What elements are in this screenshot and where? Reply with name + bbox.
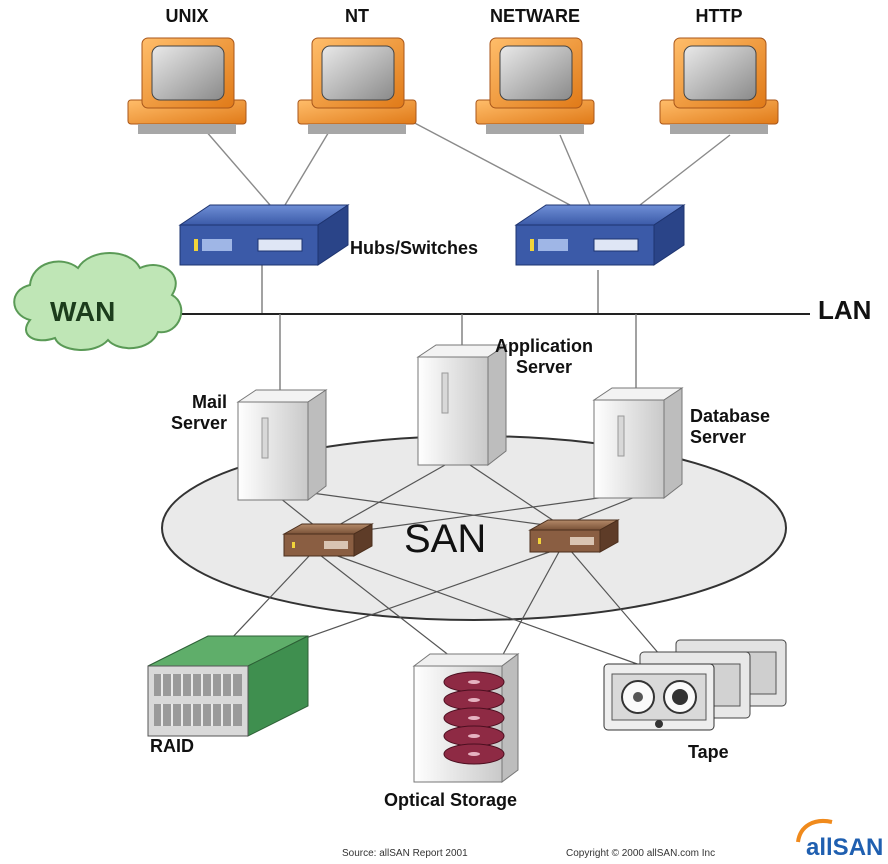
application-server-label-line1: Application bbox=[495, 336, 593, 356]
optical-storage-label: Optical Storage bbox=[384, 790, 518, 810]
source-note: Source: allSAN Report 2001 bbox=[342, 848, 468, 859]
client-label-netware: NETWARE bbox=[490, 6, 580, 26]
optical-storage-icon bbox=[412, 653, 520, 783]
server-icon bbox=[416, 344, 508, 467]
mail-server-label: Mail Server bbox=[165, 392, 227, 433]
client-label-nt: NT bbox=[345, 6, 369, 26]
database-server-label-line1: Database bbox=[690, 406, 771, 426]
client-label-unix: UNIX bbox=[165, 6, 209, 26]
database-server-label: Database Server bbox=[690, 406, 770, 447]
lan-label: LAN bbox=[818, 295, 872, 325]
allsan-logo: allSAN bbox=[806, 834, 883, 862]
switches-label: Hubs/Switches bbox=[350, 238, 479, 258]
monitor-icon bbox=[659, 37, 779, 134]
wan-cloud bbox=[13, 252, 183, 351]
tape-label: Tape bbox=[688, 742, 729, 762]
database-server-label-line2: Server bbox=[690, 426, 747, 447]
application-server-label-line2: Server bbox=[515, 356, 573, 377]
allsan-logo-text: allSAN bbox=[806, 834, 884, 861]
mail-server-label-line1: Mail bbox=[191, 392, 227, 412]
mail-server-label-line2: Server bbox=[170, 412, 227, 433]
monitor-icon bbox=[127, 37, 247, 134]
client-switch-links bbox=[204, 109, 731, 206]
raid-label: RAID bbox=[150, 736, 194, 756]
lan-server-links bbox=[279, 314, 637, 395]
logo-swoosh-icon bbox=[796, 819, 833, 843]
san-switch-icon bbox=[528, 519, 620, 553]
switch-icon bbox=[514, 204, 686, 266]
wan-label: WAN bbox=[50, 296, 116, 327]
client-label-http: HTTP bbox=[695, 6, 743, 26]
server-icon bbox=[592, 387, 684, 500]
san-mesh-links bbox=[229, 464, 661, 666]
monitor-icon bbox=[297, 37, 417, 134]
tape-cartridges-icon bbox=[603, 639, 787, 731]
application-server-label: Application Server bbox=[495, 336, 593, 377]
san-label: SAN bbox=[404, 517, 487, 561]
monitor-icon bbox=[475, 37, 595, 134]
server-icon bbox=[236, 389, 328, 502]
switch-icon bbox=[178, 204, 350, 266]
switch-lan-links bbox=[261, 262, 599, 314]
san-switch-icon bbox=[282, 523, 374, 557]
client-monitors bbox=[127, 37, 779, 134]
copyright-note: Copyright © 2000 allSAN.com Inc bbox=[566, 848, 716, 859]
raid-array-icon bbox=[147, 635, 309, 737]
